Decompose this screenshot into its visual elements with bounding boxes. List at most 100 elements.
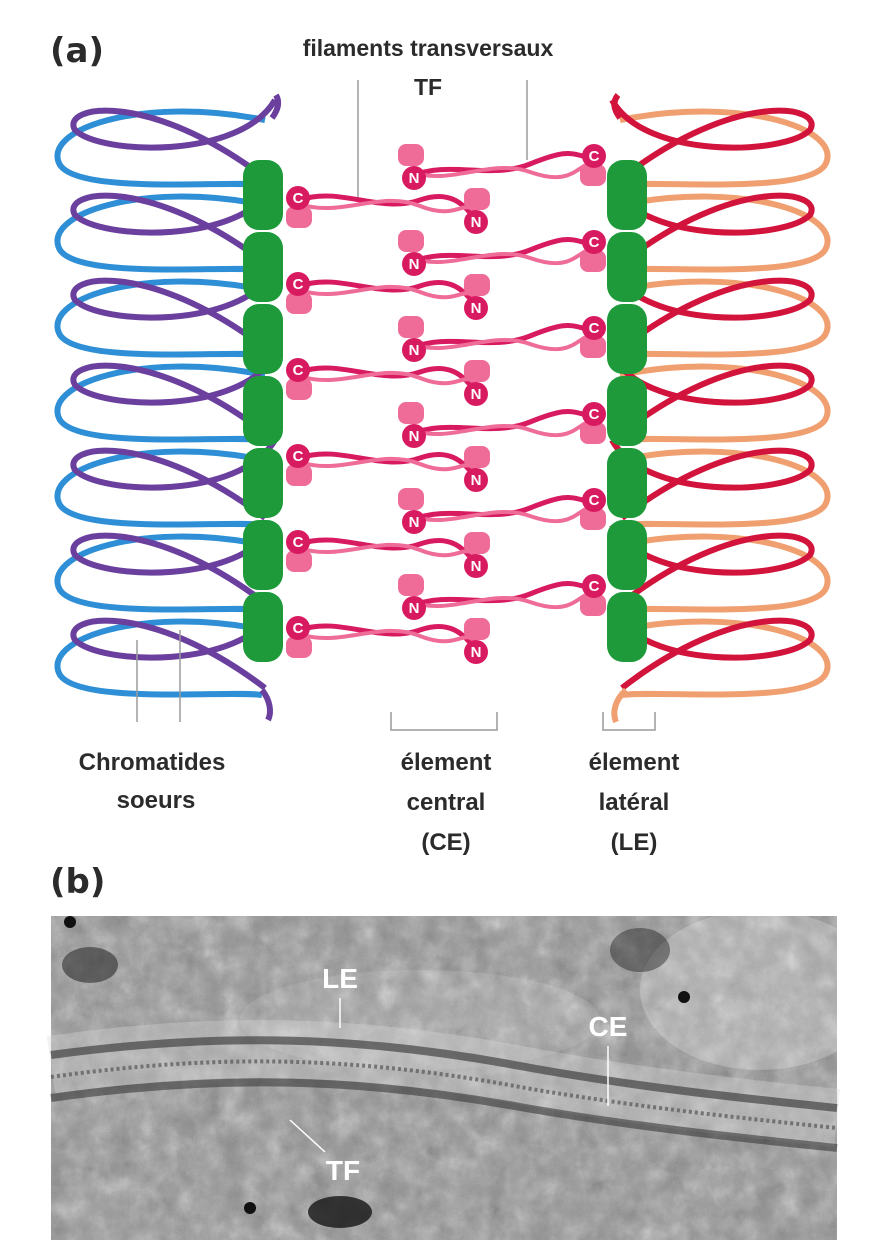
micro-le-label: LE [322,963,358,994]
lateral-element-band-bottom [50,1078,838,1152]
lateral-element-segment-right [607,232,647,302]
c-terminus-marker: C [286,530,310,554]
chromatid-loop-purple [70,183,278,266]
lateral-element-segment-left [243,304,283,374]
svg-text:C: C [589,234,600,251]
chromatid-loop-peach [619,193,831,273]
lateral-element-segment-left [243,376,283,446]
central-element-label-line2: central [407,789,486,816]
svg-text:C: C [293,190,304,207]
n-terminus-marker: N [402,424,426,448]
chromatid-loop-red [609,608,815,691]
svg-text:N: N [409,342,420,359]
chromatid-loop-purple [70,523,278,606]
panel-a-label: (a) [50,31,104,71]
lateral-elements [243,160,647,662]
filament-globular-domain [580,250,606,272]
chromatid-loop-blue [54,278,266,358]
svg-text:C: C [589,320,600,337]
chromatid-loop-purple [70,98,278,181]
n-terminus-marker: N [464,382,488,406]
filament-globular-domain [398,402,424,424]
c-terminus-marker: C [286,616,310,640]
filament-globular-domain [580,422,606,444]
filament-globular-domain [286,206,312,228]
filament-globular-domain [580,508,606,530]
transverse-filament-left: CN [286,530,490,578]
filament-globular-domain [580,336,606,358]
filament-globular-domain [398,230,424,252]
lateral-element-label-line2: latéral [599,789,670,816]
svg-text:C: C [589,492,600,509]
n-terminus-marker: N [464,468,488,492]
svg-text:C: C [589,148,600,165]
lateral-element-segment-right [607,304,647,374]
n-terminus-marker: N [464,640,488,664]
chromatid-tail [259,688,273,722]
svg-text:C: C [589,578,600,595]
svg-text:N: N [409,600,420,617]
chromatid-loop-purple [70,353,278,436]
central-element-bracket [390,712,498,731]
transverse-filament-left: CN [286,616,490,664]
n-terminus-marker: N [402,338,426,362]
filament-globular-domain [580,594,606,616]
n-terminus-marker: N [464,296,488,320]
lateral-element-segment-right [607,520,647,590]
lateral-element-segment-left [243,520,283,590]
c-terminus-marker: C [582,488,606,512]
c-terminus-marker: C [582,402,606,426]
micro-tf-label: TF [326,1155,360,1186]
lateral-element-segment-left [243,592,283,662]
transverse-filament-right: NC [398,402,606,448]
chromatid-loop-peach [619,278,831,358]
chromatid-loop-peach [619,618,831,698]
c-terminus-marker: C [582,316,606,340]
right-sister-chromatids [609,93,831,724]
central-element-label-line1: élement [401,749,492,776]
transverse-filament-right: NC [398,488,606,534]
filament-globular-domain [464,360,490,382]
panel-b-label: (b) [50,862,105,902]
filament-globular-domain [286,550,312,572]
central-element-label-line3: (CE) [421,829,470,856]
filament-globular-domain [286,636,312,658]
chromatid-loop-red [609,183,815,266]
svg-text:C: C [589,406,600,423]
filament-globular-domain [286,464,312,486]
c-terminus-marker: C [582,574,606,598]
svg-text:N: N [471,472,482,489]
chromatid-loop-purple [70,608,278,691]
chromatids-label-line1: Chromatides [79,749,226,776]
lateral-element-segment-left [243,232,283,302]
lateral-element-label-line3: (LE) [611,829,658,856]
chromatid-loop-blue [54,193,266,273]
filament-globular-domain [398,144,424,166]
chromatid-loop-red [609,98,815,181]
chromatid-tail [611,93,623,120]
filament-globular-domain [464,532,490,554]
transverse-filaments-abbrev: TF [414,74,442,100]
n-terminus-marker: N [402,596,426,620]
chromatids-label-line2: soeurs [117,787,196,814]
svg-text:N: N [471,300,482,317]
c-terminus-marker: C [582,230,606,254]
filament-globular-domain [286,292,312,314]
lateral-element-segment-right [607,376,647,446]
lateral-element-label-line1: élement [589,749,680,776]
transverse-filament-right: NC [398,144,606,190]
electron-micrograph: LE CE TF [46,910,880,1240]
chromatid-loop-purple [70,268,278,351]
lateral-element-bracket [602,712,656,731]
transverse-filament-left: CN [286,186,490,234]
svg-text:N: N [409,170,420,187]
chromatid-loop-red [609,438,815,521]
svg-text:N: N [471,386,482,403]
transverse-filament-left: CN [286,444,490,492]
chromatid-loop-red [609,523,815,606]
chromatid-tail [611,687,629,724]
chromatid-loop-blue [54,533,266,613]
transverse-filament-right: NC [398,316,606,362]
